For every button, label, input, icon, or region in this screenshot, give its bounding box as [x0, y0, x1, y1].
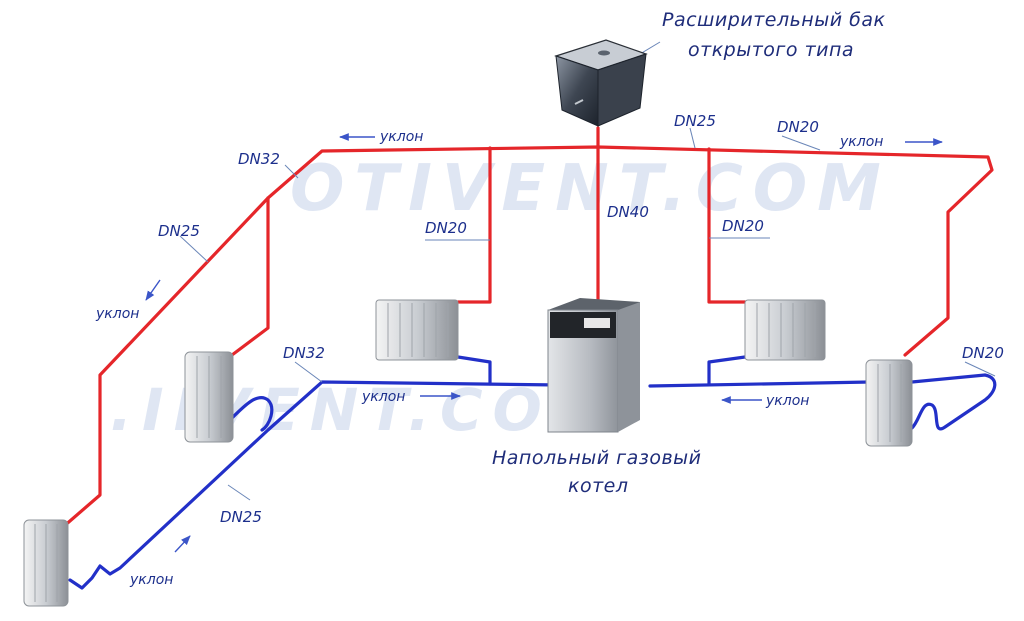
radiator-left-far	[23, 519, 69, 607]
radiator-right	[865, 359, 913, 447]
supply-pipes	[46, 126, 994, 542]
label-dn40-riser: DN40	[607, 203, 649, 221]
slope-arrow-return-diag	[174, 535, 191, 553]
radiator-left-near	[184, 351, 234, 443]
leader-dn32-return	[294, 361, 323, 383]
slope-arrow-left-diag	[145, 279, 161, 301]
leader-dn20-right	[781, 135, 821, 151]
label-slope-return-diag: уклон	[129, 572, 173, 588]
tank-caption-line2: открытого типа	[688, 39, 854, 61]
label-dn20-riser-left: DN20	[425, 219, 467, 237]
boiler-caption-line1: Напольный газовый	[492, 447, 702, 469]
leader-dn20-return	[964, 361, 996, 377]
radiator-mid-left	[375, 299, 459, 361]
return-loop-left	[230, 396, 274, 432]
label-dn25-supply-right: DN25	[674, 112, 716, 130]
leader-dn25-return	[227, 484, 251, 501]
return-drop-mid-right	[707, 355, 747, 386]
tank-caption-line1: Расширительный бак	[662, 9, 885, 31]
label-slope-left-diag: уклон	[95, 306, 139, 322]
label-dn25-return: DN25	[220, 508, 262, 526]
leader-dn25-right	[689, 127, 696, 149]
label-slope-return-right: уклон	[765, 393, 809, 409]
label-dn20-return: DN20	[962, 344, 1004, 362]
label-dn20-riser-right: DN20	[722, 217, 764, 235]
label-dn32-supply: DN32	[238, 150, 280, 168]
gas-boiler-icon	[547, 298, 640, 433]
label-dn20-supply-right: DN20	[777, 118, 819, 136]
leader-dn25-left	[179, 235, 209, 263]
leader-dn32-top	[284, 164, 299, 179]
supply-drop-mid-right	[707, 147, 747, 304]
supply-drop-left	[230, 196, 270, 357]
boiler-caption-line2: котел	[568, 475, 629, 497]
label-dn32-return: DN32	[283, 344, 325, 362]
return-loop-right	[910, 373, 997, 431]
return-main-right	[648, 380, 872, 388]
return-pipes	[68, 355, 997, 590]
watermark-upper: OTIVENT.COM	[290, 152, 891, 226]
slope-arrows	[145, 133, 943, 553]
expansion-tank-icon	[554, 39, 648, 127]
return-drop-mid-left	[456, 355, 492, 386]
radiator-mid-right	[744, 299, 826, 361]
return-main-left	[68, 380, 562, 590]
label-slope-top-right: уклон	[839, 134, 883, 150]
label-dn25-supply-left: DN25	[158, 222, 200, 240]
label-slope-top-left: уклон	[379, 129, 423, 145]
supply-drop-mid-left	[456, 146, 492, 304]
label-slope-return-left: уклон	[361, 389, 405, 405]
